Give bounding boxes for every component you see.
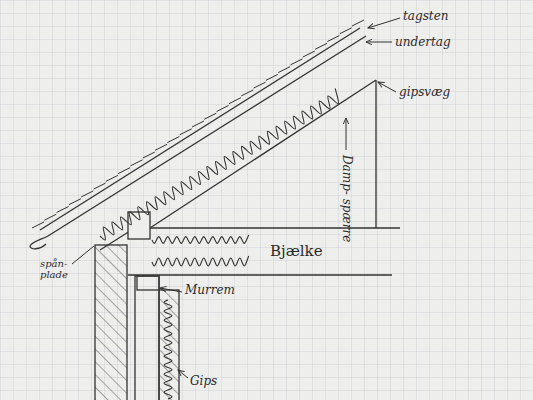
construction [30, 28, 400, 400]
beam-band: Bjælke [150, 229, 392, 274]
part-label: Gips [190, 375, 217, 388]
beam-label: Bjælke [270, 242, 323, 260]
part-label: spån- plade [40, 258, 76, 280]
part-label: gipsvæg [399, 86, 450, 99]
leader-lines [72, 18, 400, 378]
part-label: undertag [395, 36, 451, 49]
roof-tiles [32, 20, 364, 228]
part-label: tagsten [403, 10, 448, 23]
insulation [100, 88, 339, 399]
part-label: Damp- spærre [340, 155, 353, 242]
part-label: Murrem [185, 284, 235, 297]
